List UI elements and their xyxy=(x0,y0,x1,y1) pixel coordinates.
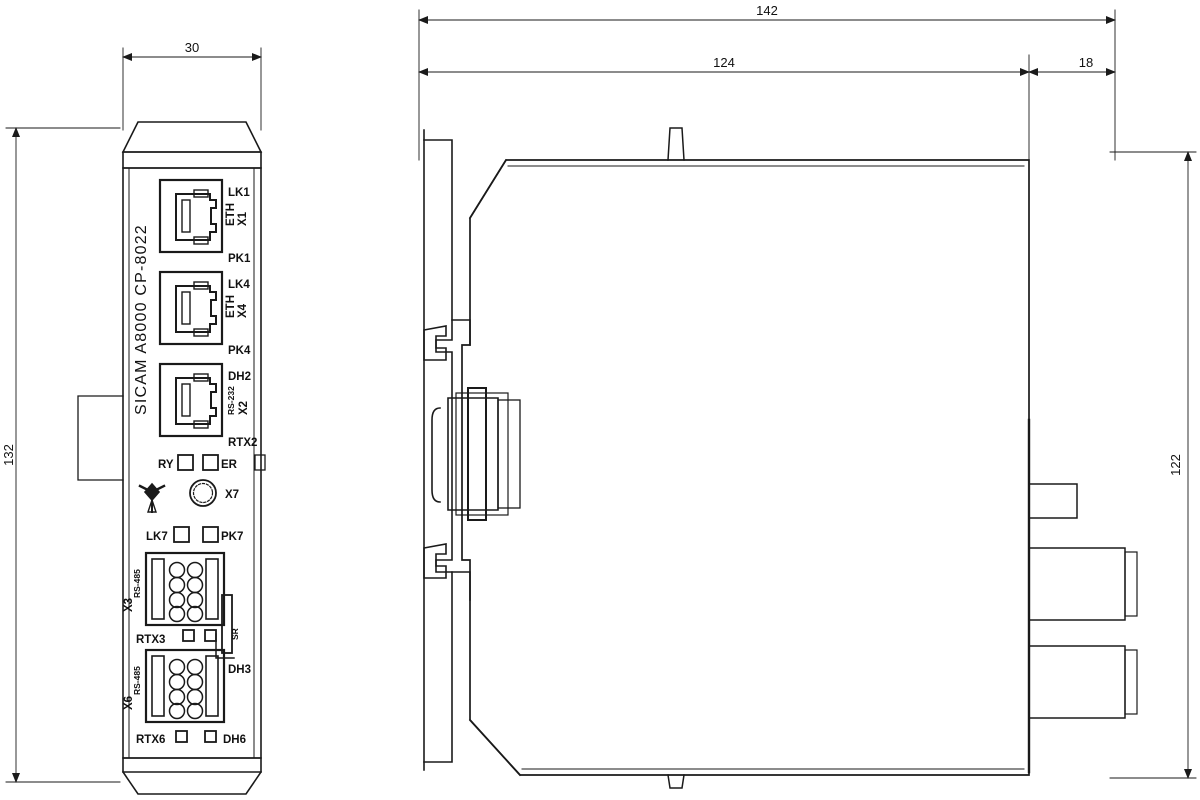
port-label-rtx2: RTX2 xyxy=(228,437,257,449)
led-label-dh3: DH3 xyxy=(228,664,251,676)
side-view-inner-line xyxy=(507,165,1025,770)
side-view-connector-lower xyxy=(1028,645,1138,719)
dimension-depth-124 xyxy=(418,54,1030,161)
port-label-serial-x2-line1: RS-232 xyxy=(226,386,236,415)
side-view-connector-upper xyxy=(1028,483,1078,519)
port-label-eth-x1-line1: ETH xyxy=(225,203,237,226)
led-ry xyxy=(177,454,194,471)
dimension-height-122 xyxy=(1109,151,1197,779)
front-view-inner-edge xyxy=(128,167,255,759)
dimension-width-30 xyxy=(122,47,262,131)
port-label-eth-x4-line1: ETH xyxy=(225,295,237,318)
port-label-lk4: LK4 xyxy=(228,279,250,291)
led-label-pk7: PK7 xyxy=(221,531,243,543)
port-serial-x2[interactable] xyxy=(158,362,224,438)
dimension-label-offset-18: 18 xyxy=(1079,55,1093,70)
port-eth-x1[interactable] xyxy=(158,178,224,254)
led-rtx3 xyxy=(182,629,195,642)
terminal-label-x3: X3 xyxy=(123,598,135,612)
front-view-side-tab xyxy=(77,395,124,481)
terminal-label-x6: X6 xyxy=(123,696,135,710)
side-view-outline xyxy=(461,158,1030,777)
front-panel-brand: SICAM A8000 CP-8022 xyxy=(133,224,150,415)
terminal-side-label-x6: RS-485 xyxy=(132,666,142,695)
dimension-height-132 xyxy=(5,127,121,783)
dimension-depth-142 xyxy=(418,9,1116,161)
port-label-serial-x2-line2: X2 xyxy=(238,401,250,415)
port-label-dh2: DH2 xyxy=(228,371,251,383)
side-view-top-tab xyxy=(667,127,685,161)
dimension-label-depth-124: 124 xyxy=(713,55,735,70)
side-view-bus-connector xyxy=(431,387,521,521)
led-er xyxy=(202,454,219,471)
terminal-block-x6[interactable] xyxy=(144,648,226,724)
terminal-block-x3[interactable] xyxy=(144,551,226,627)
led-dh6 xyxy=(204,730,217,743)
front-view-edge-notch xyxy=(254,454,266,471)
antenna-icon xyxy=(138,482,166,513)
din-clip-lower xyxy=(423,543,447,579)
led-lk7 xyxy=(173,526,190,543)
terminal-side-label-x3: RS-485 xyxy=(132,569,142,598)
port-eth-x4[interactable] xyxy=(158,270,224,346)
side-view-bottom-tab xyxy=(667,774,685,789)
led-label-rtx3: RTX3 xyxy=(136,634,165,646)
dimension-label-height-122: 122 xyxy=(1168,454,1183,476)
switch-sr[interactable] xyxy=(215,594,235,659)
led-dh3 xyxy=(204,629,217,642)
side-view-connector-mid xyxy=(1028,547,1138,621)
dimension-label-height-132: 132 xyxy=(1,444,16,466)
port-label-pk4: PK4 xyxy=(228,345,251,357)
led-label-er: ER xyxy=(221,459,238,471)
led-label-rtx6: RTX6 xyxy=(136,734,165,746)
dimension-label-width-30: 30 xyxy=(185,40,199,55)
dimension-label-depth-142: 142 xyxy=(756,3,778,18)
switch-label-sr: SR xyxy=(230,628,240,640)
port-label-eth-x4-line2: X4 xyxy=(237,303,249,318)
din-clip-upper xyxy=(423,325,447,361)
led-label-lk7: LK7 xyxy=(146,531,168,543)
port-label-eth-x1-line2: X1 xyxy=(237,211,249,226)
front-view-outline xyxy=(121,121,263,795)
port-label-pk1: PK1 xyxy=(228,253,251,265)
led-rtx6 xyxy=(175,730,188,743)
led-label-ry: RY xyxy=(158,459,174,471)
led-pk7 xyxy=(202,526,219,543)
din-rail-bracket xyxy=(423,129,471,771)
connector-label-x7: X7 xyxy=(225,489,239,501)
connector-x7[interactable] xyxy=(189,479,217,507)
led-label-dh6: DH6 xyxy=(223,734,246,746)
port-label-lk1: LK1 xyxy=(228,187,250,199)
